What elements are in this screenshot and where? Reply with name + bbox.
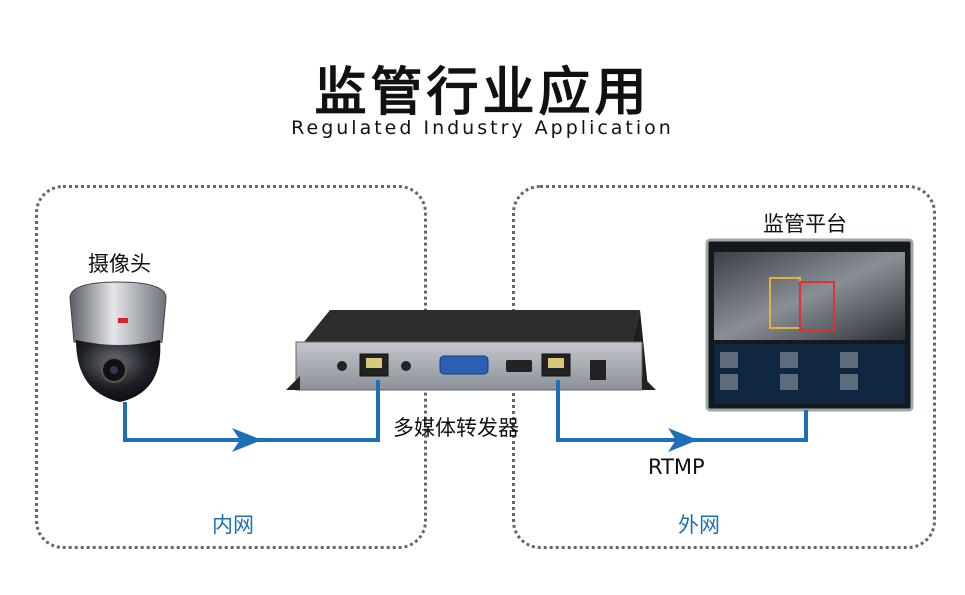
monitor-platform-icon bbox=[705, 238, 914, 412]
outer-network-label: 外网 bbox=[678, 513, 720, 537]
platform-label: 监管平台 bbox=[763, 212, 847, 236]
protocol-label: RTMP bbox=[648, 455, 705, 479]
camera-label: 摄像头 bbox=[88, 252, 151, 276]
page-subtitle: Regulated Industry Application bbox=[291, 117, 674, 139]
arrow-right-icon bbox=[232, 428, 262, 452]
dome-camera-icon bbox=[69, 281, 167, 402]
device-label: 多媒体转发器 bbox=[393, 416, 519, 440]
inner-network-label: 内网 bbox=[212, 513, 254, 537]
arrow-right-icon bbox=[668, 428, 698, 452]
forwarder-device-icon bbox=[286, 310, 656, 391]
page-title: 监管行业应用 bbox=[314, 63, 651, 123]
